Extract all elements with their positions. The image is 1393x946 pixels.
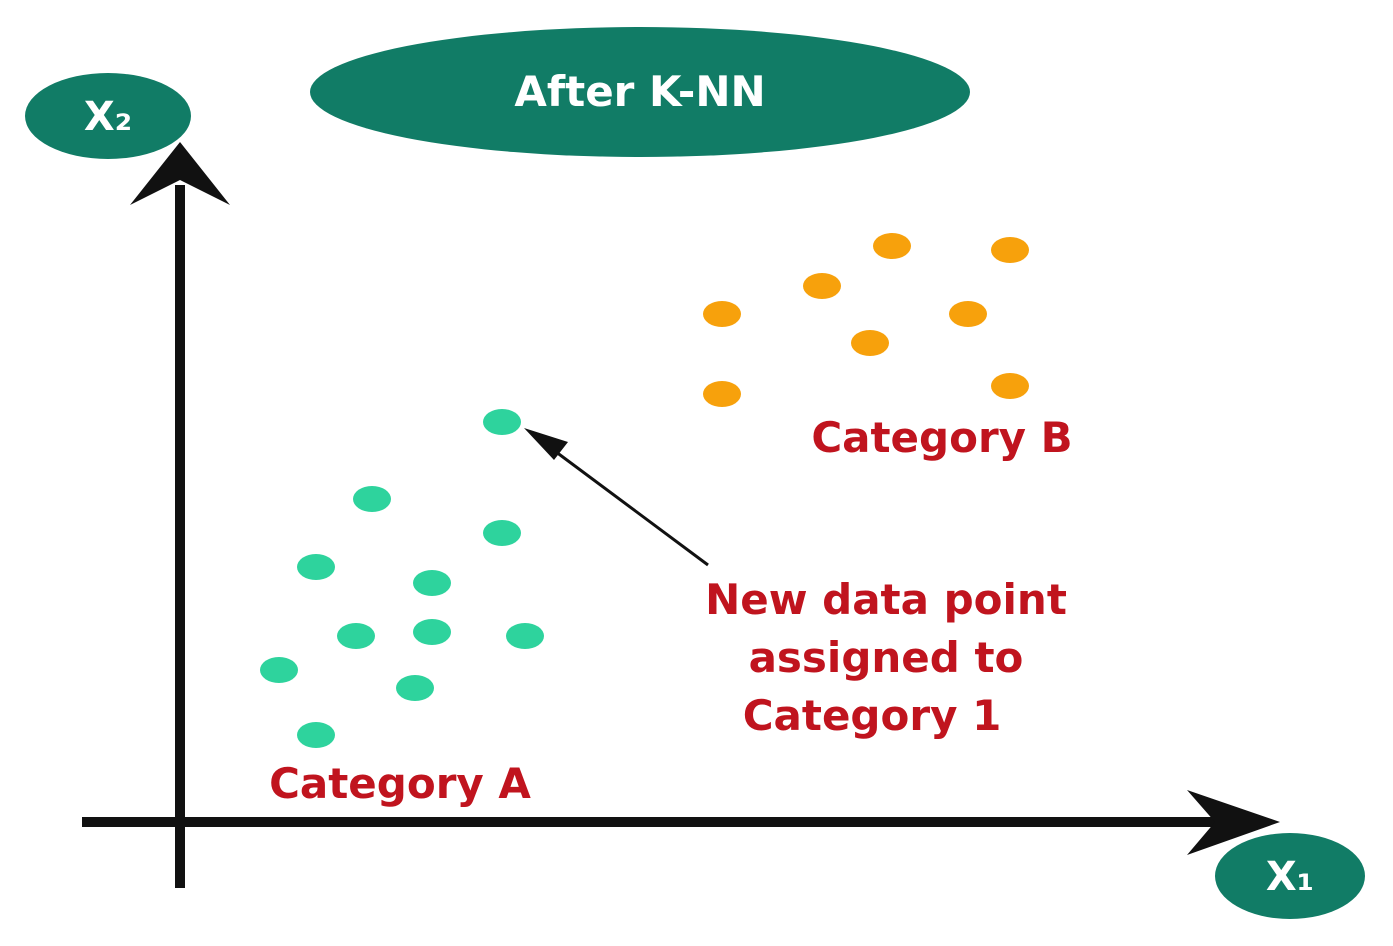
category-a-points	[260, 409, 544, 748]
category-a-point	[396, 675, 434, 701]
annotation-arrow	[524, 428, 709, 567]
category-a-point	[337, 623, 375, 649]
y-axis-label-badge: X₂	[25, 73, 191, 159]
y-axis-badge-shape	[25, 73, 191, 159]
category-a-label: Category A	[269, 759, 531, 808]
annotation-arrowhead	[524, 428, 568, 460]
annotation-text: New data point assigned to Category 1	[705, 575, 1067, 740]
category-b-point	[803, 273, 841, 299]
x-axis-label: X₁	[1266, 854, 1314, 900]
category-a-point	[297, 722, 335, 748]
annotation-line-3: Category 1	[743, 691, 1002, 740]
x-axis	[82, 790, 1280, 855]
annotation-arrow-line	[539, 438, 709, 567]
new-data-point	[483, 409, 521, 435]
annotation-line-2: assigned to	[749, 633, 1024, 682]
category-b-point	[703, 381, 741, 407]
category-a-point	[483, 520, 521, 546]
category-a-point	[413, 619, 451, 645]
category-b-point	[991, 373, 1029, 399]
annotation-line-1: New data point	[705, 575, 1067, 624]
x-axis-arrowhead	[1187, 790, 1280, 855]
category-a-point	[297, 554, 335, 580]
category-a-point	[353, 486, 391, 512]
category-b-label: Category B	[811, 413, 1072, 462]
x-axis-label-badge: X₁	[1215, 833, 1365, 919]
y-axis-label: X₂	[84, 94, 132, 140]
category-a-point	[413, 570, 451, 596]
category-b-point	[873, 233, 911, 259]
title-badge: After K-NN	[310, 27, 970, 157]
y-axis-arrowhead	[130, 142, 230, 205]
category-b-point	[949, 301, 987, 327]
category-b-points	[703, 233, 1029, 407]
title-text: After K-NN	[514, 67, 765, 116]
y-axis	[130, 142, 230, 888]
x-axis-badge-shape	[1215, 833, 1365, 919]
category-b-point	[991, 237, 1029, 263]
category-b-point	[851, 330, 889, 356]
category-a-point	[260, 657, 298, 683]
category-b-point	[703, 301, 741, 327]
title-badge-shape	[310, 27, 970, 157]
category-a-point	[506, 623, 544, 649]
